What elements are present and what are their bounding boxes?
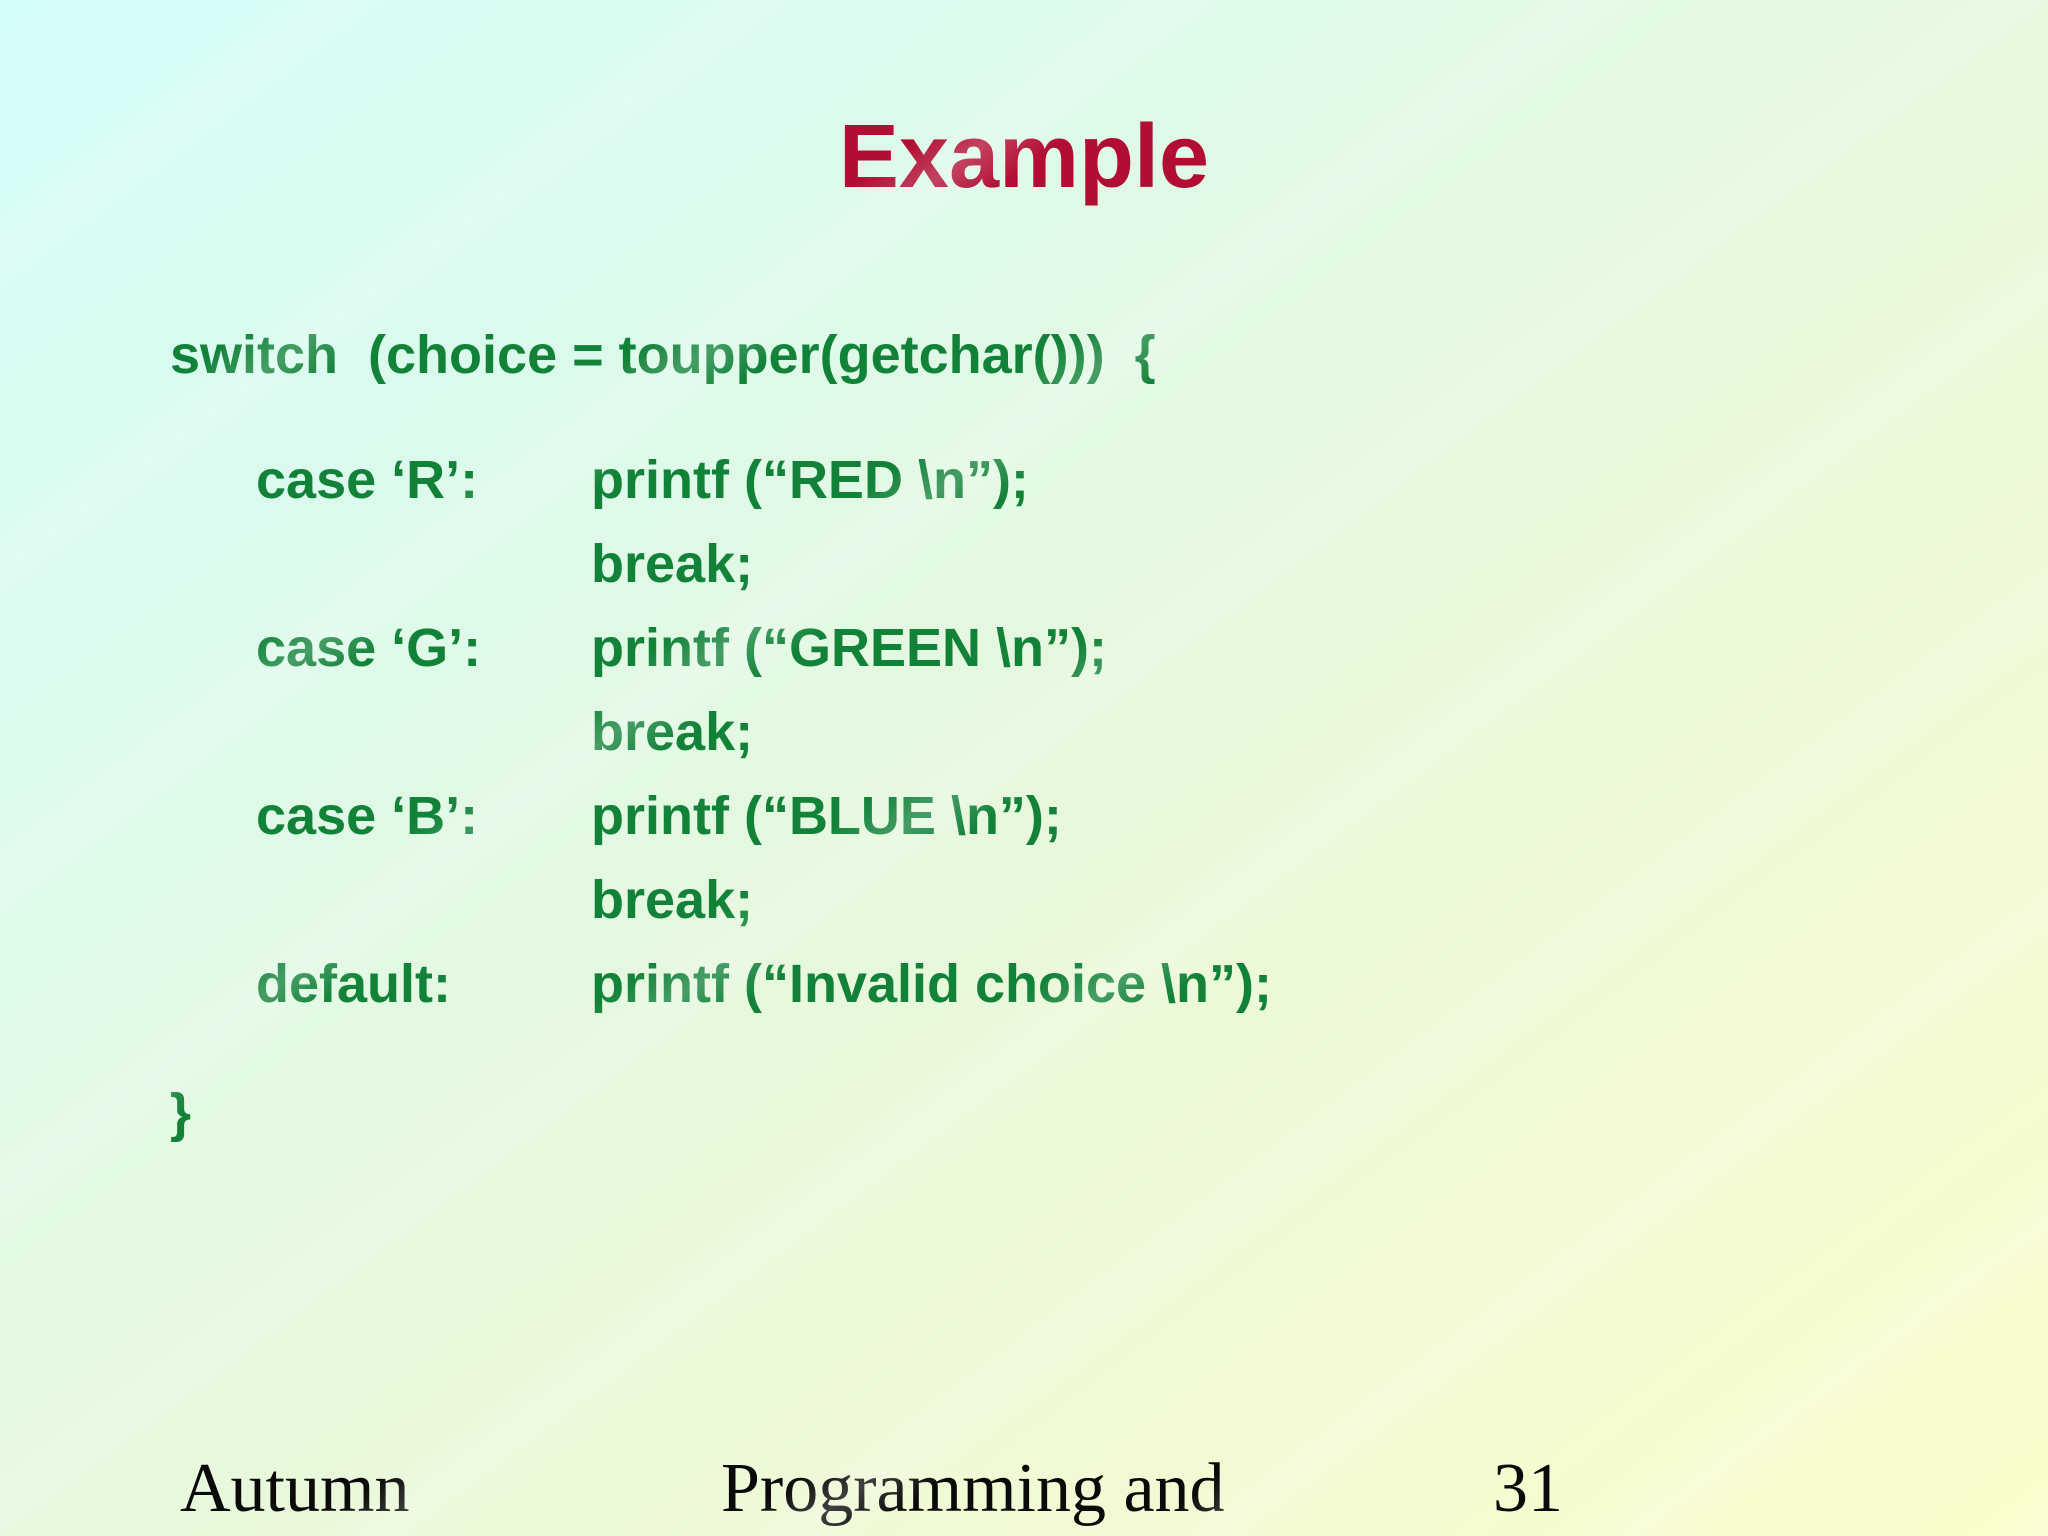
case-b-statement: printf (“BLUE \n”);: [591, 786, 1062, 846]
case-r-statement: printf (“RED \n”);: [591, 450, 1029, 510]
case-g-label: case ‘G’:: [256, 618, 482, 678]
case-g-statement: printf (“GREEN \n”);: [591, 618, 1107, 678]
case-r-label: case ‘R’:: [256, 450, 479, 510]
slide-title: Example: [838, 107, 1210, 207]
code-line-switch: switch (choice = toupper(getchar())) {: [170, 325, 1156, 385]
footer-page-number: 31: [1493, 1450, 1563, 1527]
footer-course-name: Programming and: [721, 1450, 1225, 1527]
case-r-break: break;: [591, 534, 754, 594]
case-g-break: break;: [591, 702, 754, 762]
default-label: default:: [256, 954, 451, 1014]
default-statement: printf (“Invalid choice \n”);: [591, 954, 1273, 1014]
footer-term: Autumn: [180, 1450, 410, 1527]
case-b-label: case ‘B’:: [256, 786, 479, 846]
closing-brace: }: [170, 1083, 192, 1143]
case-b-break: break;: [591, 870, 754, 930]
